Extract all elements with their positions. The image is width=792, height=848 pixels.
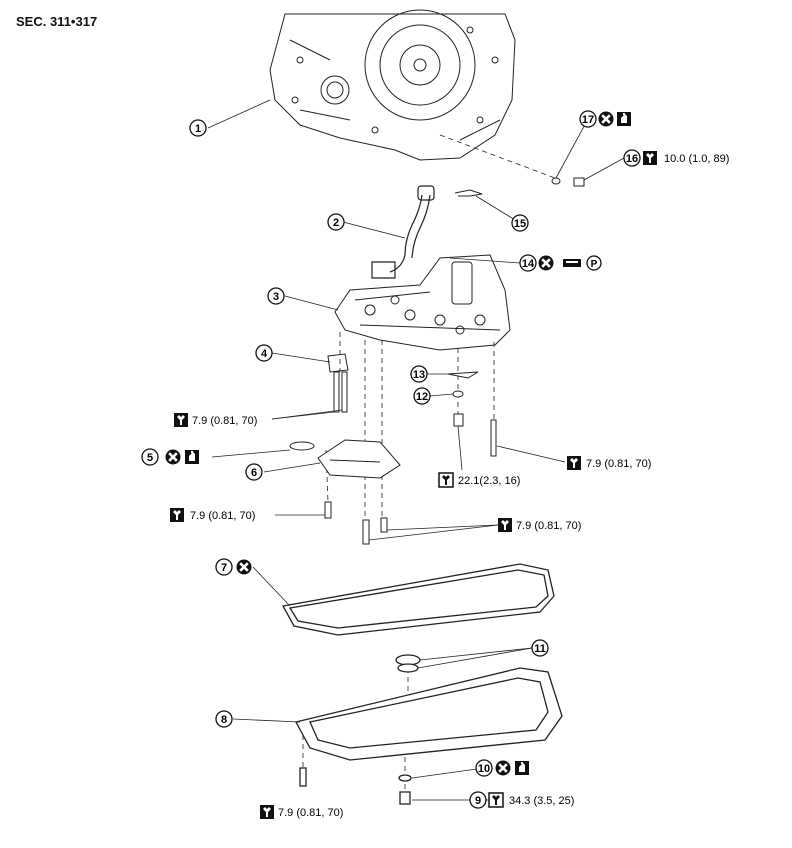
drain-plug-parts [551, 177, 585, 187]
control-valve-body [334, 254, 511, 351]
do-not-reuse-icon [164, 448, 182, 466]
torque-specs: 10.0 (1.0, 89) 7.9 (0.81, 70) 7.9 (0.81,… [190, 153, 729, 819]
callout-3: 3 [267, 287, 285, 305]
svg-text:11: 11 [534, 643, 546, 655]
callout-7: 7 [215, 558, 233, 576]
svg-text:5: 5 [147, 452, 153, 464]
transmission-case [269, 9, 516, 161]
torque-wrench-icon [174, 413, 188, 427]
svg-text:15: 15 [514, 218, 526, 230]
svg-text:10: 10 [478, 763, 490, 775]
do-not-reuse-icon [235, 558, 253, 576]
torque-wrench-icon [498, 518, 512, 532]
section-label: SEC. 311•317 [16, 14, 98, 29]
callout-11: 11 [531, 639, 549, 657]
callout-9: 9 [469, 791, 487, 809]
torque-right: 7.9 (0.81, 70) [586, 458, 651, 470]
svg-text:P: P [591, 259, 598, 270]
valve-body-bolts [324, 371, 497, 545]
torque-filter: 7.9 (0.81, 70) [190, 510, 255, 522]
callout-13: 13 [410, 365, 428, 383]
callout-5: 5 [141, 448, 159, 466]
torque-pan: 7.9 (0.81, 70) [278, 807, 343, 819]
svg-text:3: 3 [273, 291, 279, 303]
callouts: 1 2 3 4 5 6 7 8 9 10 11 12 13 14 15 16 1… [141, 110, 641, 809]
do-not-reuse-icon [597, 110, 615, 128]
torque-wrench-icon [170, 508, 184, 522]
torque-wrench-outline-icon [438, 472, 454, 488]
svg-text:7: 7 [221, 562, 227, 574]
torque-9: 34.3 (3.5, 25) [509, 795, 574, 807]
callout-15: 15 [511, 214, 529, 232]
oil-strainer [289, 439, 401, 479]
svg-text:13: 13 [413, 369, 425, 381]
harness-connector [371, 185, 435, 279]
retaining-clip [454, 189, 483, 197]
svg-text:17: 17 [582, 114, 594, 126]
callout-10: 10 [475, 759, 493, 777]
torque-wrench-icon [260, 805, 274, 819]
do-not-reuse-icon [537, 254, 555, 272]
oil-pan [295, 654, 563, 805]
symbol-icons: P [164, 110, 657, 819]
callout-8: 8 [215, 710, 233, 728]
torque-12: 22.1(2.3, 16) [458, 475, 520, 487]
callout-12: 12 [413, 387, 431, 405]
svg-text:8: 8 [221, 714, 227, 726]
svg-text:4: 4 [261, 348, 268, 360]
torque-wrench-outline-icon [488, 792, 504, 808]
callout-4: 4 [255, 344, 273, 362]
oil-pan-gasket [281, 563, 555, 636]
svg-text:9: 9 [475, 795, 481, 807]
do-not-reuse-icon [494, 759, 512, 777]
petroleum-jelly-icon: P [586, 255, 602, 271]
bracket [327, 353, 349, 373]
callout-2: 2 [327, 213, 345, 231]
small-parts [447, 371, 479, 427]
callout-16: 16 [623, 149, 641, 167]
torque-16: 10.0 (1.0, 89) [664, 153, 729, 165]
callout-1: 1 [189, 119, 207, 137]
svg-text:2: 2 [333, 217, 339, 229]
apply-fluid-icon [617, 112, 631, 126]
apply-fluid-icon [185, 450, 199, 464]
svg-text:14: 14 [522, 258, 535, 270]
torque-valve-lower: 7.9 (0.81, 70) [516, 520, 581, 532]
callout-6: 6 [245, 463, 263, 481]
torque-valve-bolts: 7.9 (0.81, 70) [192, 415, 257, 427]
apply-fluid-icon [515, 761, 529, 775]
svg-text:16: 16 [626, 153, 638, 165]
torque-wrench-icon [643, 151, 657, 165]
callout-14: 14 [519, 254, 537, 272]
callout-17: 17 [579, 110, 597, 128]
svg-text:12: 12 [416, 391, 428, 403]
svg-text:1: 1 [195, 123, 201, 135]
svg-text:6: 6 [251, 467, 257, 479]
sealant-icon [563, 259, 581, 267]
torque-wrench-icon [567, 456, 581, 470]
